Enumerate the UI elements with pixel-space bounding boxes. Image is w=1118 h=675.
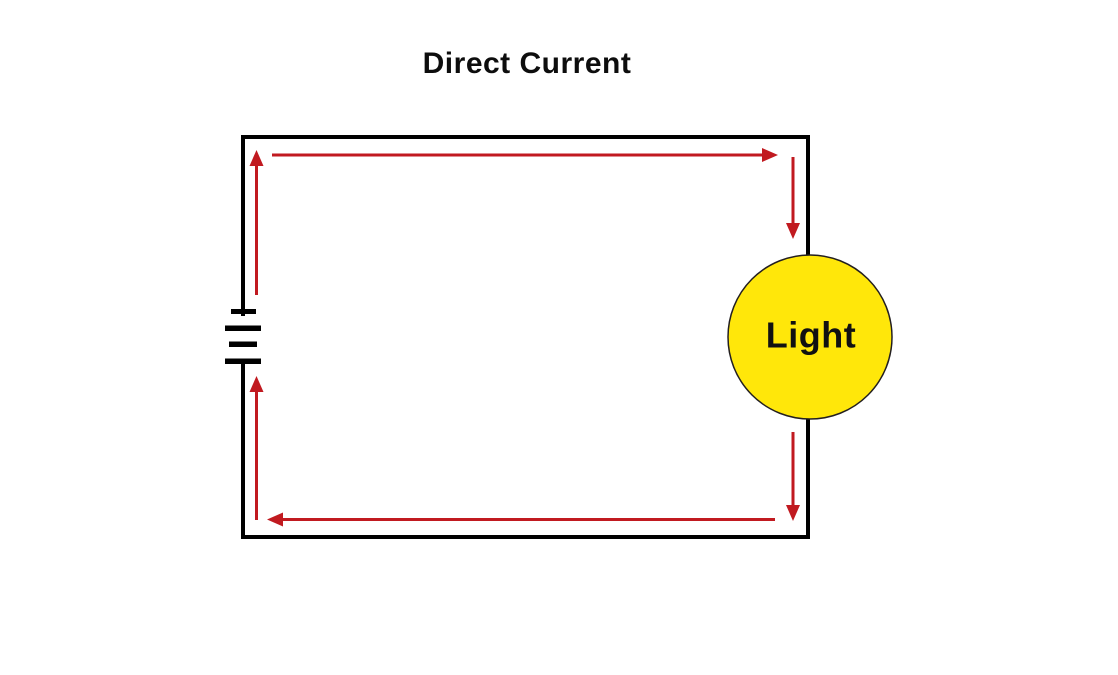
battery-plate-2 xyxy=(225,325,261,331)
battery-wire-gap xyxy=(239,316,247,359)
arrowhead-up-icon xyxy=(249,376,264,392)
diagram-title: Direct Current xyxy=(422,47,632,80)
arrowhead-up-icon xyxy=(249,150,264,166)
circuit-loop-wire xyxy=(241,135,810,539)
arrowhead-down-icon xyxy=(786,505,800,521)
battery-plate-bottom xyxy=(225,358,261,364)
battery-icon xyxy=(225,309,261,364)
arrowhead-left-icon xyxy=(267,512,283,527)
arrowhead-right-icon xyxy=(762,148,778,162)
battery-plate-top xyxy=(231,309,256,314)
battery-plate-3 xyxy=(229,341,257,347)
current-arrows xyxy=(249,148,800,527)
light-bulb-label: Light xyxy=(765,314,857,356)
arrowhead-down-icon xyxy=(786,223,800,239)
light-bulb-icon xyxy=(727,254,893,420)
